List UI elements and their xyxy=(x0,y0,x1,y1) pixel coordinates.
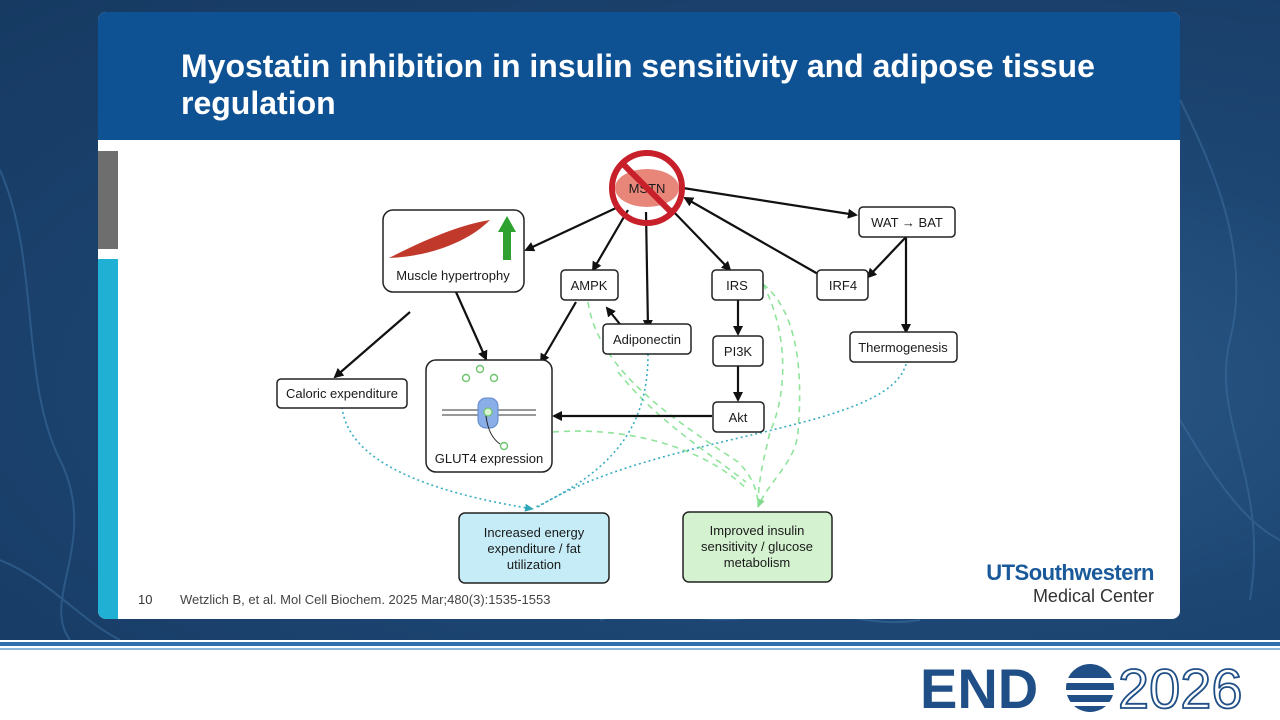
glut4-expression-node: GLUT4 expression xyxy=(425,359,553,473)
thermogenesis-node: Thermogenesis xyxy=(849,331,958,363)
energy-label-line1: Increased energy xyxy=(484,525,585,540)
dashed-green-connectors xyxy=(552,283,801,508)
slide-title: Myostatin inhibition in insulin sensitiv… xyxy=(181,48,1095,121)
energy-label-line2: expenditure / fat xyxy=(487,541,581,556)
caloric-expenditure-label: Caloric expenditure xyxy=(286,386,398,401)
footer-divider-dark xyxy=(0,642,1280,646)
citation: Wetzlich B, et al. Mol Cell Biochem. 202… xyxy=(180,592,551,607)
solid-arrows xyxy=(333,186,911,421)
akt-label: Akt xyxy=(729,410,748,425)
glucose-molecule-icon xyxy=(461,373,471,383)
ampk-label: AMPK xyxy=(571,278,608,293)
accent-bar-cyan xyxy=(98,259,118,619)
ampk-node: AMPK xyxy=(560,269,619,301)
energy-expenditure-outcome: Increased energy expenditure / fat utili… xyxy=(458,512,610,584)
globe-icon xyxy=(1066,664,1114,712)
wat-bat-node: WAT → BAT xyxy=(858,206,956,238)
thermogenesis-label: Thermogenesis xyxy=(858,340,948,355)
insulin-label-line2: sensitivity / glucose xyxy=(701,539,813,554)
utsouthwestern-logo-sub: Medical Center xyxy=(1032,586,1154,606)
dotted-blue-connectors xyxy=(341,353,907,512)
irf4-label: IRF4 xyxy=(829,278,857,293)
muscle-hypertrophy-node: Muscle hypertrophy xyxy=(382,209,525,293)
adiponectin-label: Adiponectin xyxy=(613,332,681,347)
glut4-expression-label: GLUT4 expression xyxy=(435,451,543,466)
muscle-icon xyxy=(389,220,490,258)
insulin-label-line1: Improved insulin xyxy=(710,523,805,538)
irs-node: IRS xyxy=(711,269,764,301)
pi3k-node: PI3K xyxy=(712,335,764,367)
endo-logo-word: END xyxy=(920,657,1038,716)
insulin-label-line3: metabolism xyxy=(724,555,790,570)
wat-bat-label: WAT → BAT xyxy=(871,215,943,230)
footer-divider-light xyxy=(0,648,1280,650)
inhibition-slash xyxy=(620,161,674,215)
accent-bar-gray xyxy=(98,151,118,249)
insulin-sensitivity-outcome: Improved insulin sensitivity / glucose m… xyxy=(682,511,833,583)
energy-label-line3: utilization xyxy=(507,557,561,572)
adiponectin-node: Adiponectin xyxy=(602,323,692,355)
slide-header: Myostatin inhibition in insulin sensitiv… xyxy=(98,12,1180,140)
endo-logo-year: 2026 xyxy=(1118,657,1243,716)
utsouthwestern-logo: UTSouthwestern Medical Center xyxy=(962,560,1154,607)
caloric-expenditure-node: Caloric expenditure xyxy=(276,378,408,409)
slide-number: 10 xyxy=(138,592,153,607)
endo-2026-logo: END 2026 xyxy=(920,656,1243,716)
slide-card: Myostatin inhibition in insulin sensitiv… xyxy=(98,12,1180,619)
utsouthwestern-logo-main: UTSouthwestern xyxy=(986,560,1154,585)
inhibition-ring xyxy=(609,150,685,226)
akt-node: Akt xyxy=(712,401,765,433)
irs-label: IRS xyxy=(726,278,748,293)
muscle-hypertrophy-label: Muscle hypertrophy xyxy=(396,268,510,283)
pi3k-label: PI3K xyxy=(724,344,753,359)
pathway-diagram: MSTN Muscle hypertrophy AMPK Adiponectin… xyxy=(276,150,958,584)
mstn-node: MSTN xyxy=(609,150,685,226)
up-arrow-icon xyxy=(503,230,511,260)
irf4-node: IRF4 xyxy=(816,269,869,301)
